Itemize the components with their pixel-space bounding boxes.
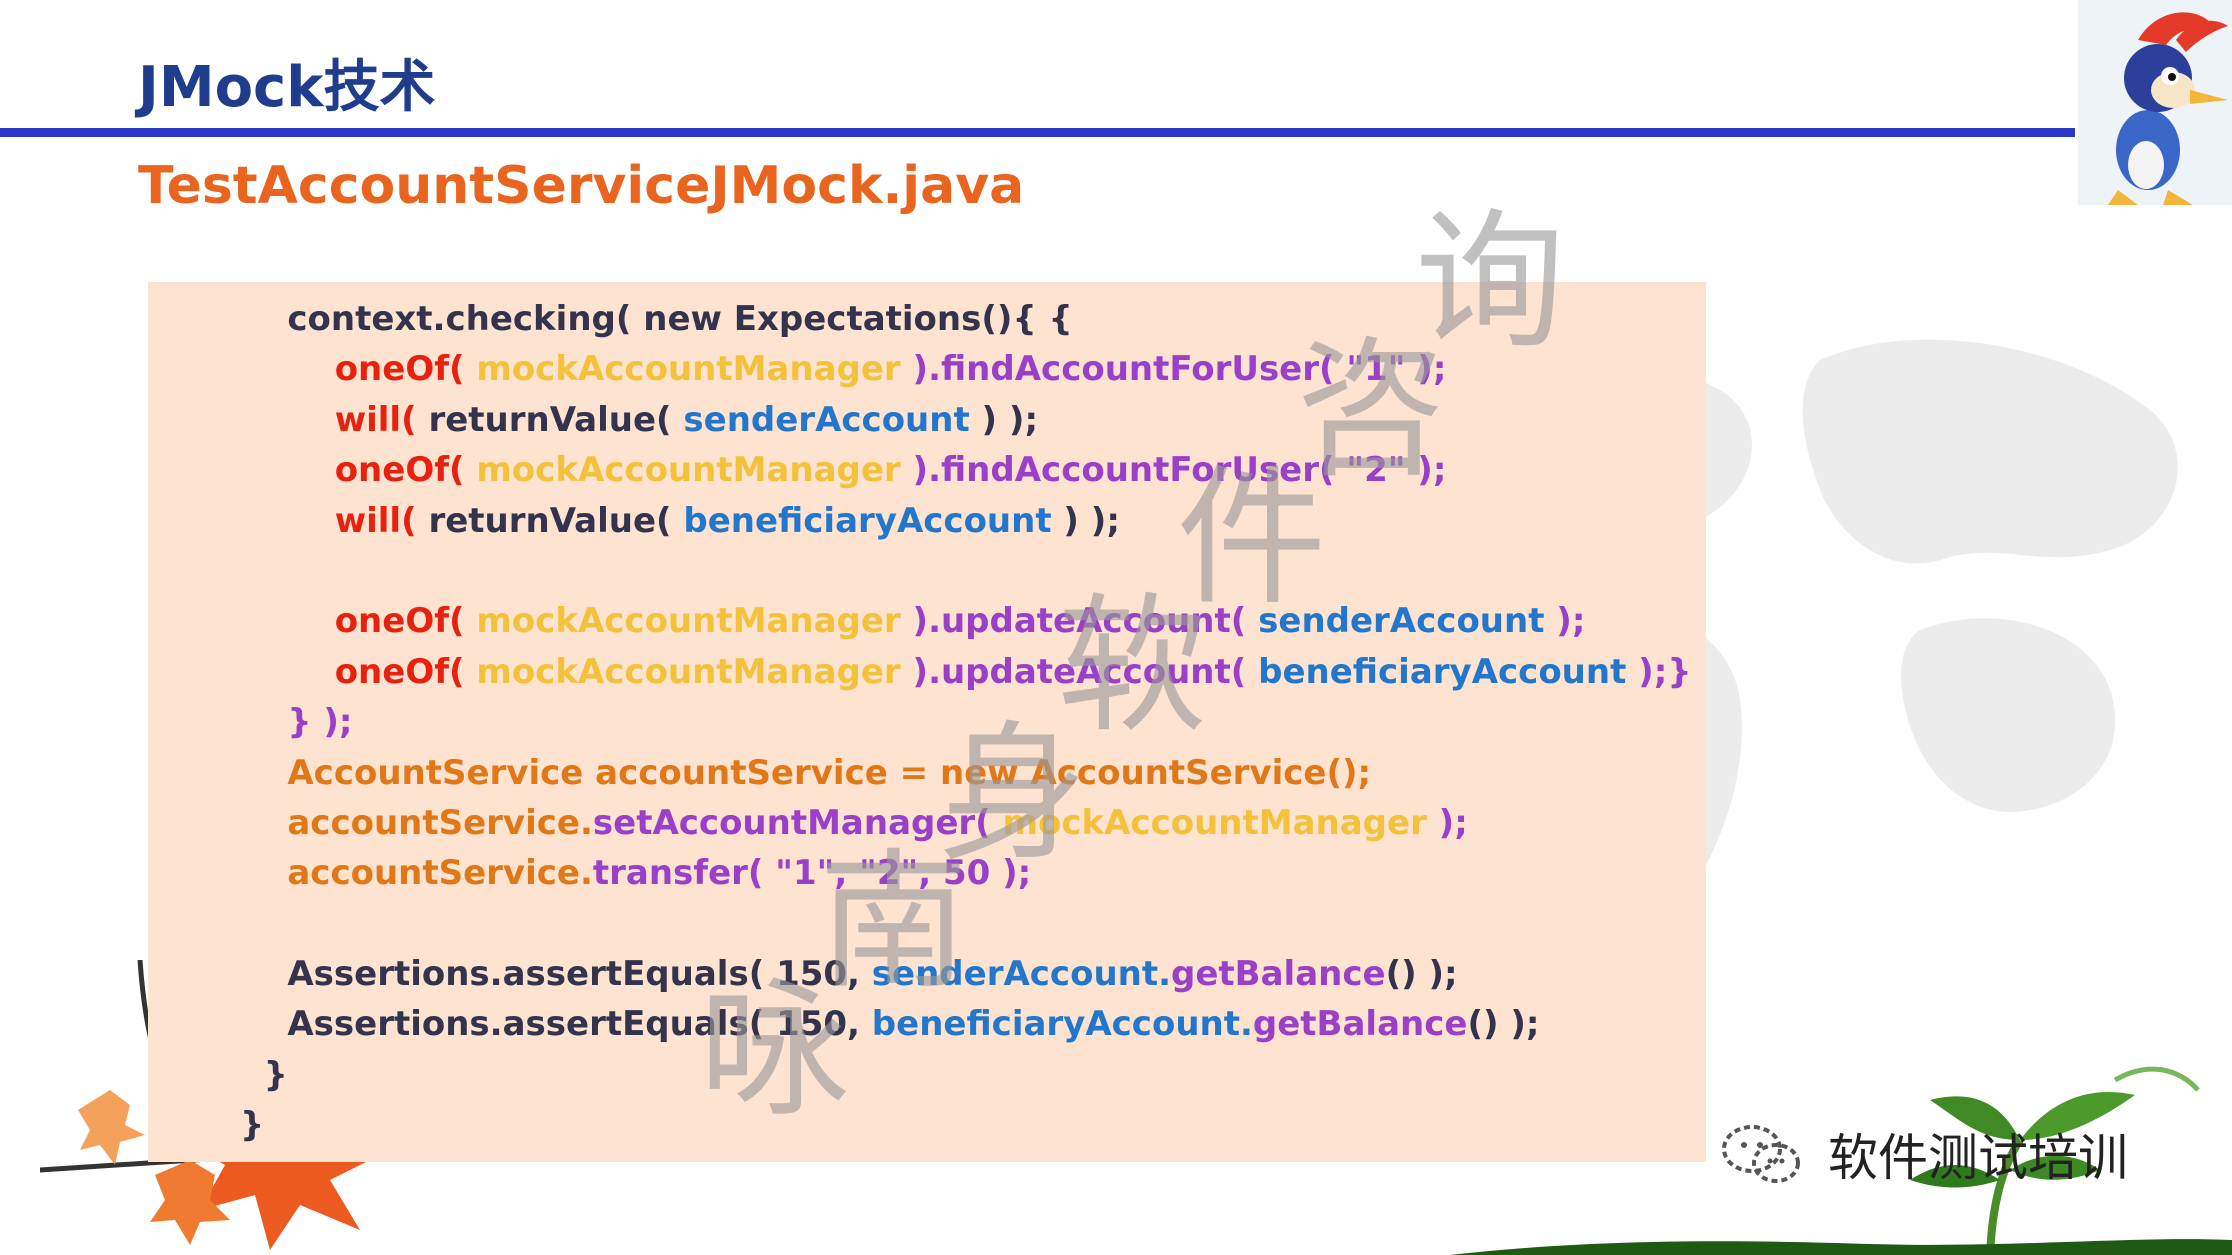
code-token: ) ); xyxy=(969,399,1039,440)
code-line: will( returnValue( beneficiaryAccount ) … xyxy=(240,496,1692,546)
code-line: will( returnValue( senderAccount ) ); xyxy=(240,395,1692,445)
code-token: ); xyxy=(1544,601,1586,642)
code-token: oneOf( xyxy=(240,349,465,390)
code-token: ).updateAccount( xyxy=(900,601,1247,642)
code-token: returnValue( xyxy=(416,399,672,440)
code-line: oneOf( mockAccountManager ).findAccountF… xyxy=(240,445,1692,495)
code-block: context.checking( new Expectations(){ { … xyxy=(148,282,1706,1162)
code-token: oneOf( xyxy=(240,651,465,692)
ground-decoration xyxy=(1450,1239,2232,1255)
code-token: mockAccountManager xyxy=(464,601,901,642)
code-token: ).updateAccount( xyxy=(900,651,1247,692)
code-line: oneOf( mockAccountManager ).updateAccoun… xyxy=(240,647,1692,697)
code-token: () ); xyxy=(1385,954,1458,995)
code-token: mockAccountManager xyxy=(464,450,901,491)
code-line xyxy=(240,546,1692,596)
code-token: mockAccountManager xyxy=(990,802,1427,843)
code-line: Assertions.assertEquals( 150, beneficiar… xyxy=(240,999,1692,1049)
code-token: beneficiaryAccount. xyxy=(871,1004,1253,1045)
code-line: AccountService accountService = new Acco… xyxy=(240,748,1692,798)
code-line: context.checking( new Expectations(){ { xyxy=(240,294,1692,344)
code-token: } xyxy=(240,1105,265,1146)
code-line: oneOf( mockAccountManager ).updateAccoun… xyxy=(240,596,1692,646)
code-token: Assertions.assertEquals( 150, xyxy=(240,954,872,995)
code-token: mockAccountManager xyxy=(464,349,901,390)
code-line: } xyxy=(240,1100,1692,1150)
code-line: Assertions.assertEquals( 150, senderAcco… xyxy=(240,949,1692,999)
code-token: accountService. xyxy=(240,802,593,843)
code-token: setAccountManager( xyxy=(592,802,991,843)
slide-title: JMock技术 xyxy=(138,55,436,120)
file-name-heading: TestAccountServiceJMock.java xyxy=(138,156,1025,216)
code-token: } ); xyxy=(240,702,353,743)
wechat-footer: 软件测试培训 xyxy=(1720,1118,2128,1190)
code-token: accountService. xyxy=(240,853,593,894)
code-token: returnValue( xyxy=(416,500,672,541)
wechat-label: 软件测试培训 xyxy=(1828,1129,2128,1187)
code-token: ); xyxy=(1426,802,1468,843)
code-token: senderAccount xyxy=(1246,601,1545,642)
code-token: } xyxy=(240,1054,288,1095)
code-token: beneficiaryAccount xyxy=(671,500,1052,541)
code-token: beneficiaryAccount xyxy=(1246,651,1627,692)
code-token: oneOf( xyxy=(240,601,465,642)
code-token: will( xyxy=(240,500,417,541)
code-line: accountService.transfer( "1", "2", 50 ); xyxy=(240,848,1692,898)
code-token: oneOf( xyxy=(240,450,465,491)
code-token: senderAccount. xyxy=(871,954,1172,995)
code-listing: context.checking( new Expectations(){ { … xyxy=(240,294,1692,1151)
code-token: will( xyxy=(240,399,417,440)
code-token: getBalance xyxy=(1252,1004,1468,1045)
code-token: ) ); xyxy=(1051,500,1120,541)
title-divider xyxy=(0,128,2075,137)
code-token: () ); xyxy=(1467,1004,1540,1045)
code-line: } ); xyxy=(240,697,1692,747)
code-token: senderAccount xyxy=(671,399,970,440)
code-line xyxy=(240,899,1692,949)
code-token: Assertions.assertEquals( 150, xyxy=(240,1004,872,1045)
code-line: accountService.setAccountManager( mockAc… xyxy=(240,798,1692,848)
code-line: } xyxy=(240,1050,1692,1100)
woodpecker-mascot-icon xyxy=(2078,0,2232,205)
code-token: getBalance xyxy=(1171,954,1386,995)
code-token: ).findAccountForUser( "2" ); xyxy=(900,450,1447,491)
code-token: AccountService accountService = new Acco… xyxy=(240,752,1372,793)
wechat-icon xyxy=(1722,1125,1800,1183)
code-token: transfer( "1", "2", 50 ); xyxy=(592,853,1032,894)
code-token: ).findAccountForUser( "1" ); xyxy=(900,349,1447,390)
code-token: mockAccountManager xyxy=(464,651,901,692)
code-token: );} xyxy=(1626,651,1692,692)
code-token: context.checking( new Expectations(){ { xyxy=(240,299,1073,339)
code-line: oneOf( mockAccountManager ).findAccountF… xyxy=(240,344,1692,394)
